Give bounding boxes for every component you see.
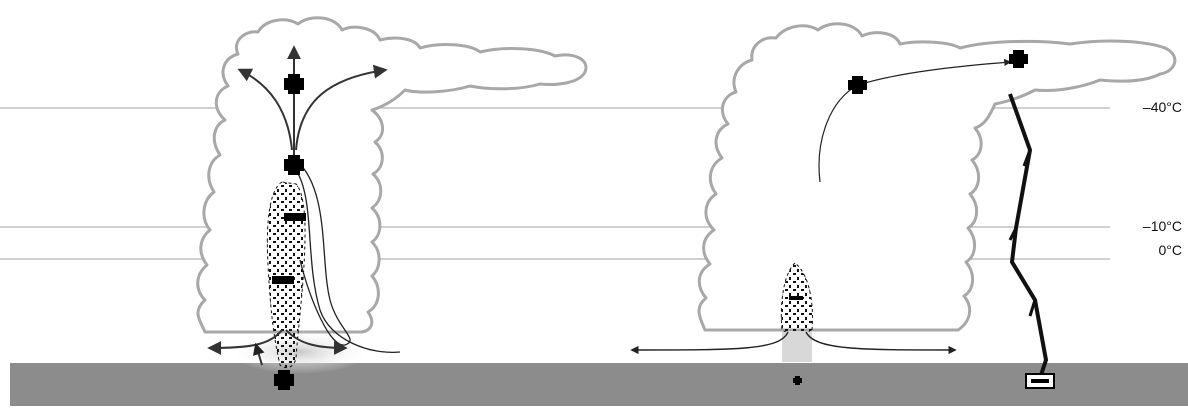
left-storm-cloud [198,18,586,332]
temp-label-zero: 0°C [1159,242,1183,258]
lightning-leader [1010,94,1046,378]
negative-charge-icon [284,213,306,221]
negative-charge-icon [272,276,294,284]
negative-charge-box-icon [1026,374,1054,388]
temp-label-minus40: –40°C [1143,99,1182,115]
negative-charge-icon [789,296,803,300]
ground [10,363,1188,406]
right-ground-glow [782,332,812,362]
temp-label-minus10: –10°C [1143,218,1182,234]
